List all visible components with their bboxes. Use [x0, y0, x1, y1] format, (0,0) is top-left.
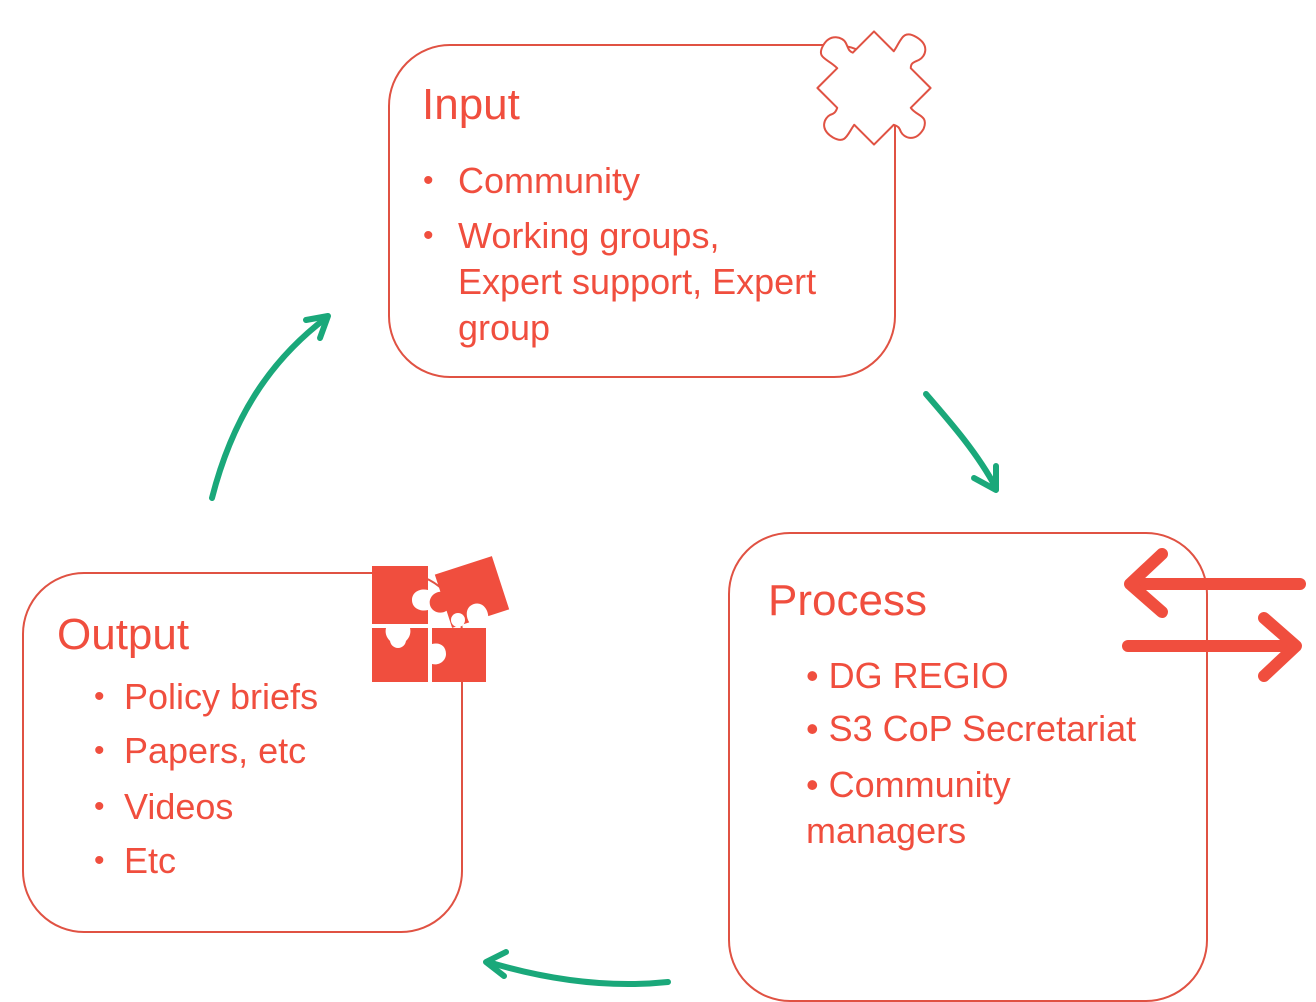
input-item-2-line-3: group	[458, 307, 551, 348]
input-item-1: Community	[458, 160, 641, 201]
output-bullet-4: •	[94, 844, 105, 877]
process-item-3-line-1: • Community	[806, 764, 1011, 805]
puzzle-piece-top-left	[372, 566, 428, 624]
output-item-4: Etc	[124, 840, 177, 881]
arrow-process-to-output-head	[483, 949, 509, 979]
cycle-arrows	[209, 313, 999, 987]
process-item-1: • DG REGIO	[806, 655, 1009, 696]
output-item-3: Videos	[124, 786, 234, 827]
input-bullet-2: •	[423, 219, 434, 252]
output-bullet-3: •	[94, 790, 105, 823]
input-bullet-1: •	[423, 164, 434, 197]
process-title: Process	[768, 576, 927, 625]
output-item-2: Papers, etc	[124, 730, 307, 771]
process-item-2: • S3 CoP Secretariat	[806, 708, 1137, 749]
output-box	[22, 572, 463, 933]
process-item-3-line-2: managers	[806, 810, 967, 851]
input-box	[388, 44, 896, 378]
input-title: Input	[422, 80, 520, 129]
puzzle-piece-bottom-left	[372, 628, 428, 682]
puzzle-piece-bottom-right	[432, 628, 486, 682]
arrow-output-to-input-head	[303, 313, 331, 341]
input-item-2-line-1: Working groups,	[458, 215, 720, 256]
output-title: Output	[57, 610, 190, 659]
input-item-2-line-2: Expert support, Expert	[458, 261, 817, 302]
puzzle-piece-top-right	[429, 556, 510, 628]
output-item-1: Policy briefs	[124, 676, 319, 717]
output-bullet-2: •	[94, 734, 105, 767]
arrow-input-to-process-head	[971, 463, 999, 493]
arrow-output-to-input	[209, 315, 329, 501]
arrow-input-to-process	[923, 391, 999, 491]
puzzle-piece-outline-icon	[816, 30, 932, 146]
output-bullet-1: •	[94, 680, 105, 713]
exchange-arrows-icon	[1122, 548, 1306, 682]
puzzle-pieces-filled-icon	[372, 556, 510, 682]
arrow-process-to-output	[485, 959, 671, 987]
